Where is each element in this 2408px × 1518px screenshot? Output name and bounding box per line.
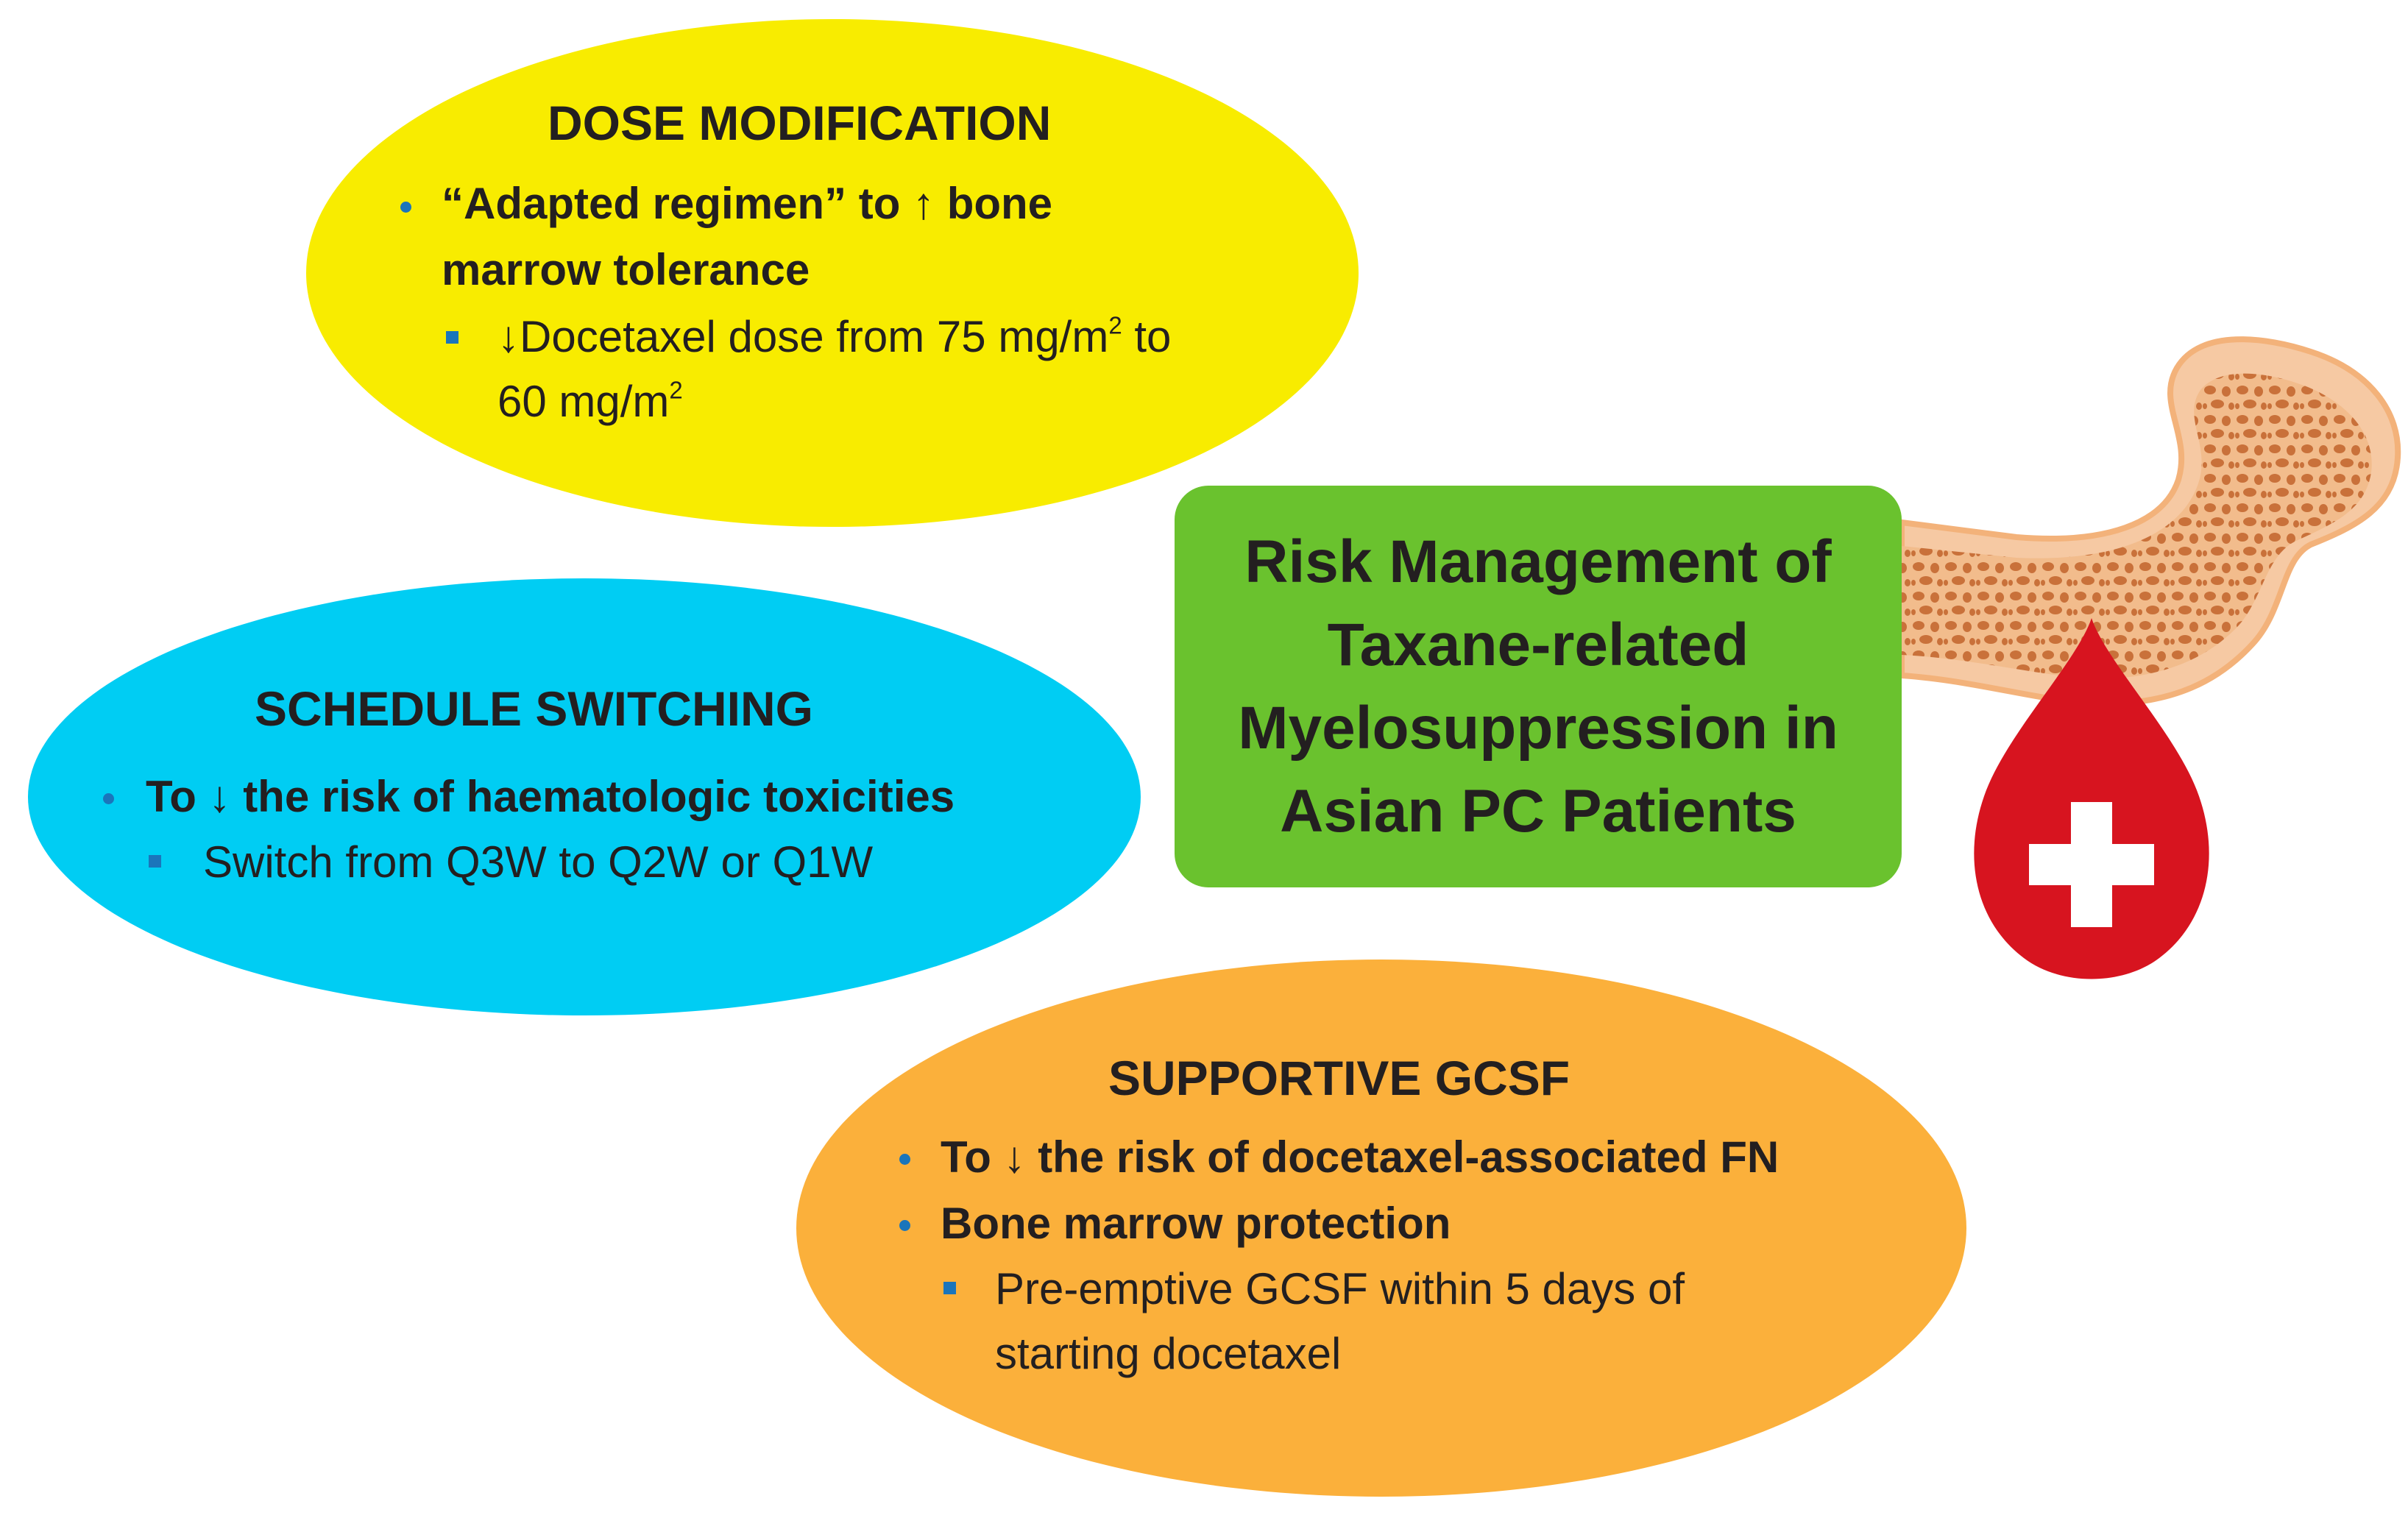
dose-modification-content: “Adapted regimen” to ↑ bone marrow toler… <box>400 171 1310 434</box>
dose-modification-ellipse <box>306 19 1359 527</box>
supportive-bullet: To ↓ the risk of docetaxel-associated FN <box>899 1124 1927 1191</box>
dose-sub-text: ↓Docetaxel dose from 75 mg/m <box>497 312 1109 361</box>
dose-subbullet-line: ↓Docetaxel dose from 75 mg/m2 to <box>497 305 1310 369</box>
supportive-bullet-line: To ↓ the risk of docetaxel-associated FN <box>941 1132 1780 1182</box>
dose-sub-text: 60 mg/m <box>497 377 670 426</box>
dose-title-text: DOSE MODIFICATION <box>548 96 1052 150</box>
supportive-bullet-line: Bone marrow protection <box>941 1199 1451 1248</box>
dose-sub-sup: 2 <box>1108 311 1122 339</box>
center-title: Risk Management of Taxane-related Myelos… <box>1192 520 1884 853</box>
bullet-dot <box>899 1220 910 1231</box>
schedule-bullet: To ↓ the risk of haematologic toxicities <box>103 764 1117 830</box>
dose-sub-sup: 2 <box>669 376 683 404</box>
supportive-title-text: SUPPORTIVE GCSF <box>1108 1051 1570 1105</box>
center-title-line: Taxane-related <box>1327 611 1749 678</box>
bullet-square <box>446 331 458 344</box>
center-title-box: Risk Management of Taxane-related Myelos… <box>1175 486 1902 887</box>
bullet-dot <box>400 202 411 213</box>
schedule-title-text: SCHEDULE SWITCHING <box>255 681 813 736</box>
dose-bullet-line: marrow tolerance <box>442 245 810 294</box>
supportive-gcsf-title: SUPPORTIVE GCSF <box>1108 1049 1570 1107</box>
supportive-subbullet-line: Pre-emptive GCSF within 5 days of <box>995 1264 1685 1313</box>
schedule-switching-title: SCHEDULE SWITCHING <box>255 680 813 738</box>
schedule-switching-content: To ↓ the risk of haematologic toxicities… <box>103 764 1117 895</box>
center-title-line: Myelosuppression in <box>1238 695 1838 762</box>
dose-bullet: “Adapted regimen” to ↑ bone marrow toler… <box>400 171 1310 303</box>
supportive-gcsf-ellipse <box>796 960 1966 1497</box>
dose-bullet-line: “Adapted regimen” to ↑ bone <box>442 179 1053 228</box>
supportive-subbullet-line: starting docetaxel <box>995 1329 1342 1378</box>
dose-sub-text: to <box>1122 312 1172 361</box>
dose-modification-title: DOSE MODIFICATION <box>548 94 1051 152</box>
dose-subbullet-line: 60 mg/m2 <box>497 369 1310 434</box>
schedule-bullet-line: To ↓ the risk of haematologic toxicities <box>146 772 955 821</box>
center-title-line: Asian PC Patients <box>1280 778 1796 845</box>
bullet-square <box>943 1282 956 1294</box>
bullet-square <box>149 855 161 868</box>
center-title-line: Risk Management of <box>1244 528 1832 595</box>
supportive-subbullet: Pre-emptive GCSF within 5 days of starti… <box>943 1257 1927 1386</box>
schedule-switching-ellipse <box>28 578 1141 1015</box>
schedule-subbullet: Switch from Q3W to Q2W or Q1W <box>149 830 1117 895</box>
supportive-gcsf-content: To ↓ the risk of docetaxel-associated FN… <box>899 1124 1927 1386</box>
supportive-bullet: Bone marrow protection <box>899 1191 1927 1257</box>
dose-subbullet: ↓Docetaxel dose from 75 mg/m2 to 60 mg/m… <box>446 305 1310 434</box>
bullet-dot <box>899 1154 910 1165</box>
schedule-subbullet-line: Switch from Q3W to Q2W or Q1W <box>203 837 874 887</box>
medical-cross-icon <box>2029 802 2154 927</box>
bullet-dot <box>103 793 114 804</box>
